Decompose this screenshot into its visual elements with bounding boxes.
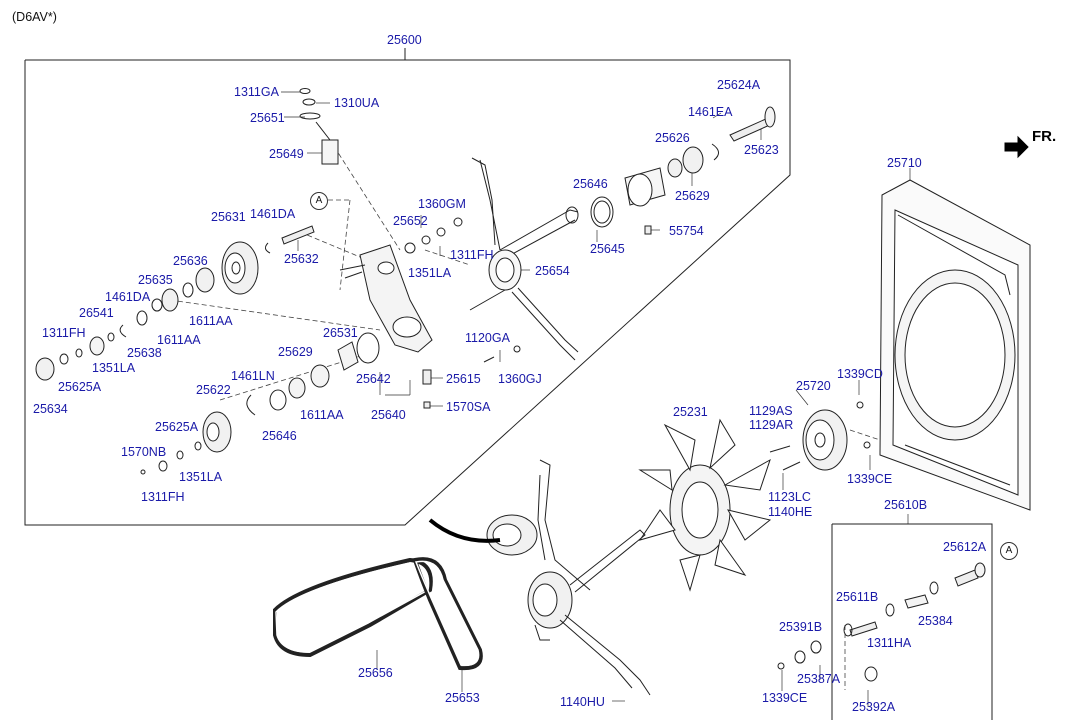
part-label-1311FH[interactable]: 1311FH <box>450 248 494 262</box>
part-label-25654[interactable]: 25654 <box>535 264 570 278</box>
part-label-1360GM[interactable]: 1360GM <box>418 197 466 211</box>
assembled-drive-unit <box>428 459 651 696</box>
part-label-1129AS[interactable]: 1129AS <box>749 404 793 418</box>
part-label-25651[interactable]: 25651 <box>250 111 285 125</box>
part-label-25625A[interactable]: 25625A <box>58 380 102 394</box>
part-label-1461DA[interactable]: 1461DA <box>105 290 151 304</box>
part-label-1570SA[interactable]: 1570SA <box>446 400 491 414</box>
part-label-25720[interactable]: 25720 <box>796 379 831 393</box>
part-label-25610B[interactable]: 25610B <box>884 498 928 512</box>
part-label-25622[interactable]: 25622 <box>196 383 231 397</box>
part-label-25656[interactable]: 25656 <box>358 666 393 680</box>
part-label-25646[interactable]: 25646 <box>262 429 297 443</box>
part-label-1360GJ[interactable]: 1360GJ <box>498 372 542 386</box>
part-label-1140HE[interactable]: 1140HE <box>768 505 813 519</box>
part-label-1611AA[interactable]: 1611AA <box>189 314 233 328</box>
part-label-1461EA[interactable]: 1461EA <box>688 105 733 119</box>
part-label-25632[interactable]: 25632 <box>284 252 319 266</box>
part-label-1311GA[interactable]: 1311GA <box>234 85 279 99</box>
fan-shroud <box>879 179 1031 511</box>
forward-direction-label: FR. <box>1032 128 1057 145</box>
part-label-26541[interactable]: 26541 <box>79 306 114 320</box>
part-label-25392A[interactable]: 25392A <box>852 700 896 714</box>
reference-mark-a: A <box>1000 542 1018 560</box>
part-label-1611AA[interactable]: 1611AA <box>157 333 201 347</box>
part-label-25623[interactable]: 25623 <box>744 143 779 157</box>
part-label-1339CD[interactable]: 1339CD <box>837 367 883 381</box>
part-label-25626[interactable]: 25626 <box>655 131 690 145</box>
forward-arrow-icon <box>1004 135 1029 159</box>
part-label-25625A[interactable]: 25625A <box>155 420 199 434</box>
part-label-25629[interactable]: 25629 <box>278 345 313 359</box>
part-label-1351LA[interactable]: 1351LA <box>408 266 452 280</box>
part-label-55754[interactable]: 55754 <box>669 224 704 238</box>
part-label-25231[interactable]: 25231 <box>673 405 708 419</box>
model-code: (D6AV*) <box>12 10 57 24</box>
part-label-25631[interactable]: 25631 <box>211 210 246 224</box>
part-label-25600[interactable]: 25600 <box>387 33 422 47</box>
part-label-25638[interactable]: 25638 <box>127 346 162 360</box>
part-label-1120GA[interactable]: 1120GA <box>465 331 510 345</box>
part-label-25646[interactable]: 25646 <box>573 177 608 191</box>
part-label-25629[interactable]: 25629 <box>675 189 710 203</box>
drive-belts <box>273 557 483 671</box>
part-label-26531[interactable]: 26531 <box>323 326 358 340</box>
part-label-25645[interactable]: 25645 <box>590 242 625 256</box>
reference-mark-a: A <box>310 192 328 210</box>
part-label-1311FH[interactable]: 1311FH <box>141 490 185 504</box>
part-label-25391B[interactable]: 25391B <box>779 620 823 634</box>
part-label-1351LA[interactable]: 1351LA <box>92 361 136 375</box>
part-label-1570NB[interactable]: 1570NB <box>121 445 167 459</box>
part-label-1351LA[interactable]: 1351LA <box>179 470 223 484</box>
part-label-25612A[interactable]: 25612A <box>943 540 987 554</box>
part-label-25642[interactable]: 25642 <box>356 372 391 386</box>
part-label-1311HA[interactable]: 1311HA <box>867 636 912 650</box>
part-label-25615[interactable]: 25615 <box>446 372 481 386</box>
part-label-1129AR[interactable]: 1129AR <box>749 418 794 432</box>
part-label-25387A[interactable]: 25387A <box>797 672 841 686</box>
part-label-25710[interactable]: 25710 <box>887 156 922 170</box>
part-label-25653[interactable]: 25653 <box>445 691 480 705</box>
part-label-1461LN[interactable]: 1461LN <box>231 369 275 383</box>
part-label-1123LC[interactable]: 1123LC <box>768 490 811 504</box>
part-label-25611B[interactable]: 25611B <box>836 590 879 604</box>
cooling-fan <box>638 418 772 592</box>
part-label-1611AA[interactable]: 1611AA <box>300 408 344 422</box>
part-label-25652[interactable]: 25652 <box>393 214 428 228</box>
part-label-25634[interactable]: 25634 <box>33 402 68 416</box>
part-label-1339CE[interactable]: 1339CE <box>762 691 808 705</box>
part-label-1311FH[interactable]: 1311FH <box>42 326 86 340</box>
part-label-25384[interactable]: 25384 <box>918 614 953 628</box>
part-label-1461DA[interactable]: 1461DA <box>250 207 296 221</box>
part-label-25649[interactable]: 25649 <box>269 147 304 161</box>
part-label-25635[interactable]: 25635 <box>138 273 173 287</box>
part-label-1140HU[interactable]: 1140HU <box>560 695 605 709</box>
spider-bracket <box>469 157 579 361</box>
part-label-25624A[interactable]: 25624A <box>717 78 761 92</box>
part-label-1310UA[interactable]: 1310UA <box>334 96 380 110</box>
part-label-1339CE[interactable]: 1339CE <box>847 472 893 486</box>
part-label-25636[interactable]: 25636 <box>173 254 208 268</box>
group-frame-25600 <box>24 59 791 526</box>
part-label-25640[interactable]: 25640 <box>371 408 406 422</box>
group-frame-25610B <box>832 523 993 720</box>
